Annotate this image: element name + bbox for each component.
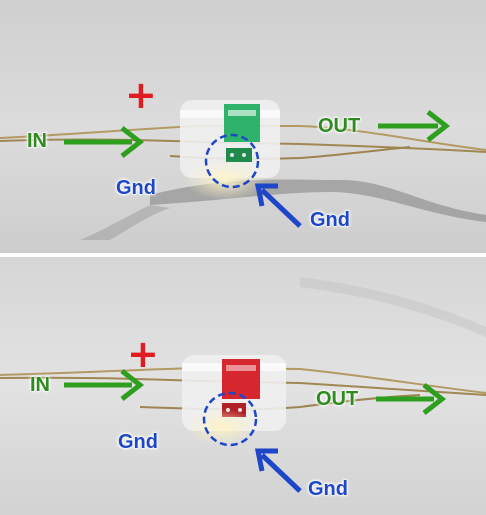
positive-symbol: + — [125, 73, 157, 117]
in-label: IN — [27, 130, 48, 152]
out-arrow — [376, 383, 447, 415]
gnd-highlight-circle — [202, 391, 258, 447]
chip-highlight — [228, 110, 256, 116]
bottom-photo-panel: + IN OUT Gnd Gnd — [0, 257, 486, 515]
gnd-right-label: Gnd — [310, 209, 351, 231]
gnd-left-label: Gnd — [116, 177, 157, 199]
chip-highlight — [226, 365, 256, 371]
led-glow — [185, 160, 265, 200]
in-arrow — [64, 369, 145, 401]
gnd-arrow — [254, 183, 302, 228]
positive-symbol: + — [127, 332, 159, 376]
out-label: OUT — [318, 115, 361, 137]
gnd-arrow — [254, 448, 302, 493]
bottom-led-photo — [0, 257, 486, 515]
gnd-right-label: Gnd — [308, 478, 349, 500]
out-arrow — [378, 110, 451, 142]
gnd-left-label: Gnd — [118, 431, 159, 453]
in-label: IN — [30, 374, 51, 396]
surface-shade — [300, 277, 486, 337]
gnd-pad — [226, 148, 252, 162]
led-chip — [224, 104, 260, 142]
solder-point — [230, 153, 234, 157]
out-label: OUT — [316, 388, 359, 410]
solder-point — [242, 153, 246, 157]
in-arrow — [64, 126, 145, 158]
gnd-highlight-circle — [204, 133, 260, 189]
top-photo-panel: + IN OUT Gnd Gnd — [0, 0, 486, 253]
wire-shadow — [80, 205, 170, 240]
solder-point — [238, 408, 242, 412]
top-led-photo — [0, 0, 486, 253]
